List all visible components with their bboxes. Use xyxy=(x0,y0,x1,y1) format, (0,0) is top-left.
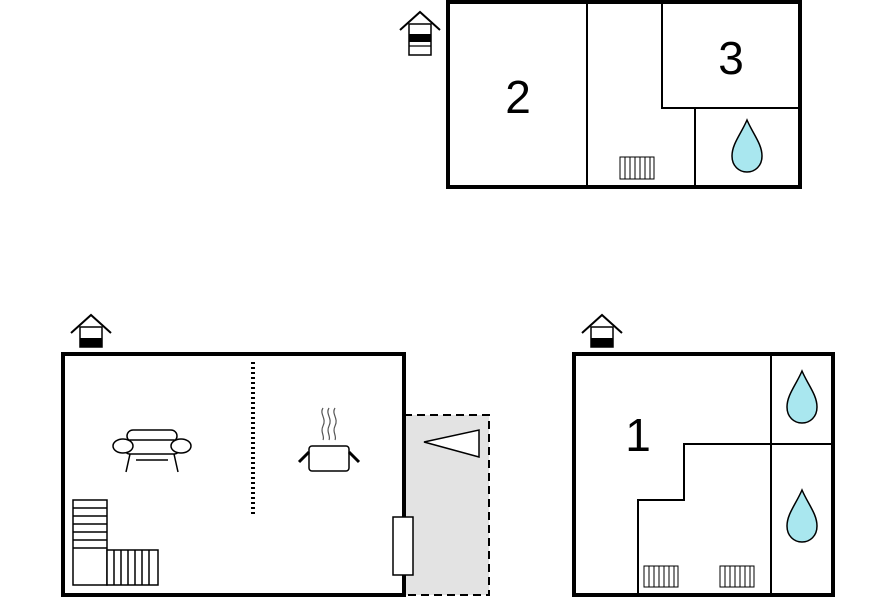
cooking-pot-icon xyxy=(297,407,361,472)
door-icon xyxy=(392,516,414,576)
room-label-1: 1 xyxy=(625,409,651,461)
upper-floor-plan: 2 3 xyxy=(399,0,802,189)
ground-floor-main-plan xyxy=(61,313,490,597)
room-label-3: 3 xyxy=(718,32,744,84)
ground-floor-annex-plan: 1 xyxy=(572,313,835,597)
floor-level-icon xyxy=(70,313,112,348)
staircase-icon xyxy=(72,499,159,586)
water-drop-icon xyxy=(786,489,818,543)
radiator-icon xyxy=(719,565,755,588)
terrace-triangle-icon xyxy=(423,429,480,458)
sofa-icon xyxy=(112,429,192,473)
floor-level-icon xyxy=(581,313,623,348)
radiator-icon xyxy=(619,156,655,180)
radiator-icon xyxy=(643,565,679,588)
water-drop-icon xyxy=(786,370,818,424)
room-label-2: 2 xyxy=(505,71,531,123)
floor-level-icon xyxy=(399,10,441,56)
water-drop-icon xyxy=(731,119,763,173)
